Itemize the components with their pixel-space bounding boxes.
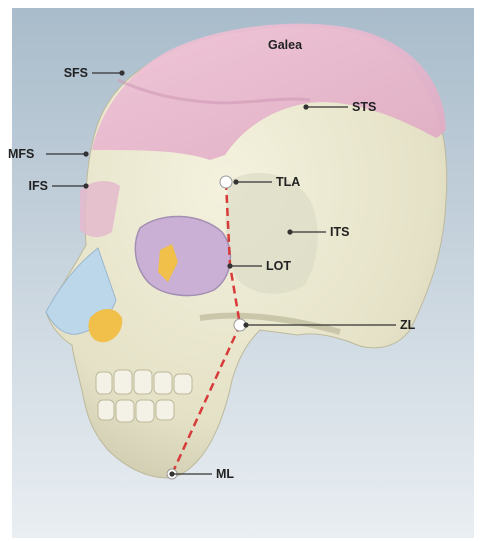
label-zl: ZL (400, 318, 416, 332)
label-tla: TLA (276, 175, 300, 189)
label-sts: STS (352, 100, 376, 114)
label-mfs: MFS (8, 147, 34, 161)
label-sfs: SFS (64, 66, 88, 80)
tla-point (220, 176, 232, 188)
label-ifs: IFS (29, 179, 48, 193)
label-ml: ML (216, 467, 234, 481)
orbit (135, 216, 230, 295)
label-galea: Galea (268, 38, 303, 52)
label-lot: LOT (266, 259, 291, 273)
label-its: ITS (330, 225, 349, 239)
